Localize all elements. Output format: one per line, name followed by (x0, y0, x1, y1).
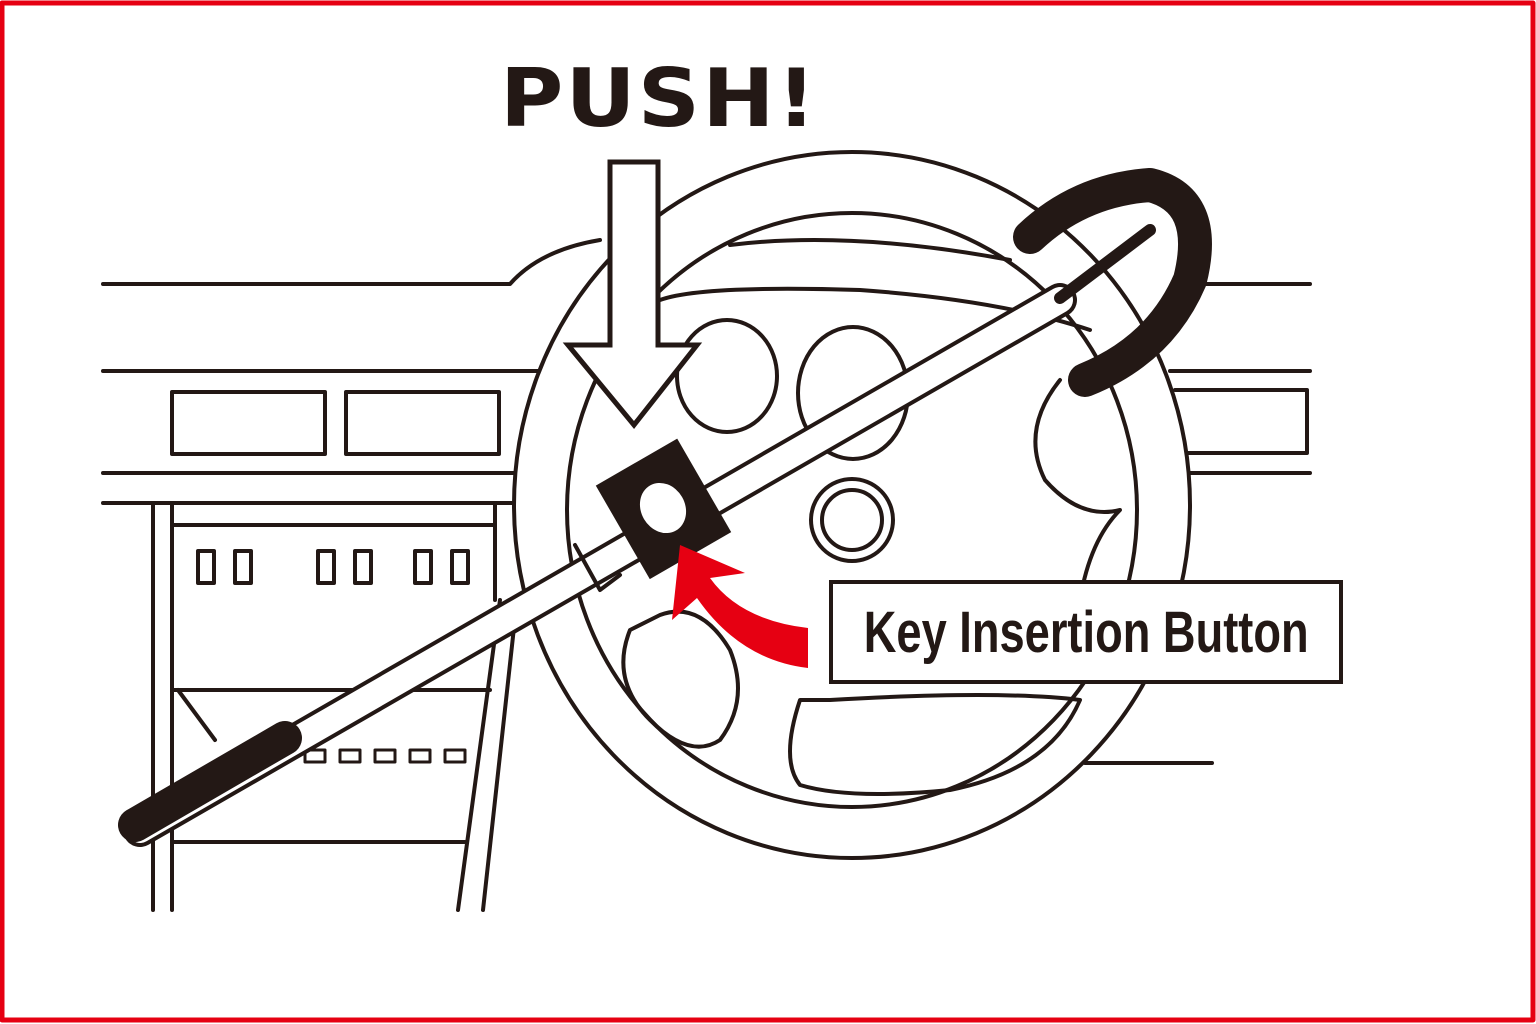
grip-handle (118, 721, 302, 842)
callout-label: Key Insertion Button (863, 599, 1309, 665)
dashboard (101, 238, 1312, 912)
curved-red-arrow-icon (672, 545, 808, 668)
vent-slots (196, 549, 470, 585)
push-heading: PUSH! (500, 52, 819, 145)
key-insertion-button (595, 438, 732, 580)
hook (1013, 168, 1212, 397)
down-arrow-icon (562, 159, 703, 429)
steering-lock-bar (118, 168, 1212, 847)
key-insertion-button-callout: Key Insertion Button (829, 580, 1343, 684)
